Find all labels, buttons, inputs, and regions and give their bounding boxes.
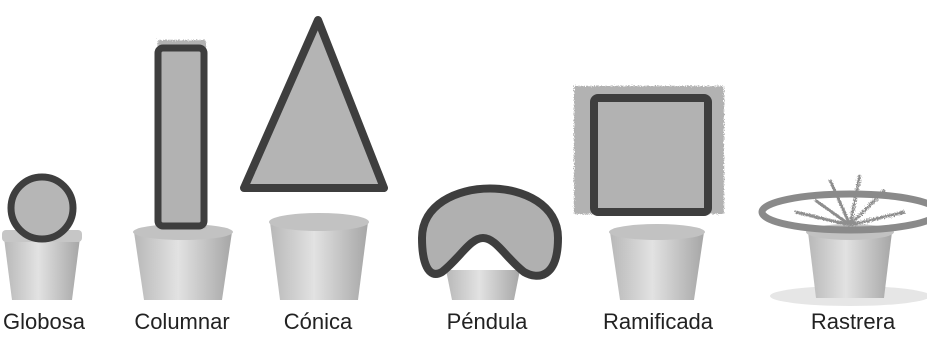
pot-conica — [270, 222, 368, 300]
pot-columnar — [134, 232, 232, 300]
label-columnar: Columnar — [134, 309, 229, 335]
plant-conica — [244, 18, 386, 300]
label-ramificada: Ramificada — [603, 309, 713, 335]
pot-rastrera — [808, 232, 892, 298]
pot-pendula — [446, 270, 520, 300]
pot-ramificada — [610, 232, 704, 300]
foliage-columnar — [158, 40, 206, 228]
label-conica: Cónica — [284, 309, 352, 335]
pot-rim-conica — [269, 213, 369, 231]
plant-rastrera — [762, 175, 927, 306]
plant-ramificada — [574, 86, 724, 300]
plant-globosa — [2, 177, 82, 300]
plant-pendula — [420, 188, 560, 301]
label-globosa: Globosa — [3, 309, 85, 335]
label-rastrera: Rastrera — [811, 309, 895, 335]
plant-columnar — [133, 40, 233, 300]
foliage-conica — [246, 18, 386, 190]
label-pendula: Péndula — [447, 309, 528, 335]
pot-globosa — [4, 238, 80, 300]
pot-rim-ramificada — [609, 224, 705, 240]
foliage-rastrera — [795, 175, 905, 225]
